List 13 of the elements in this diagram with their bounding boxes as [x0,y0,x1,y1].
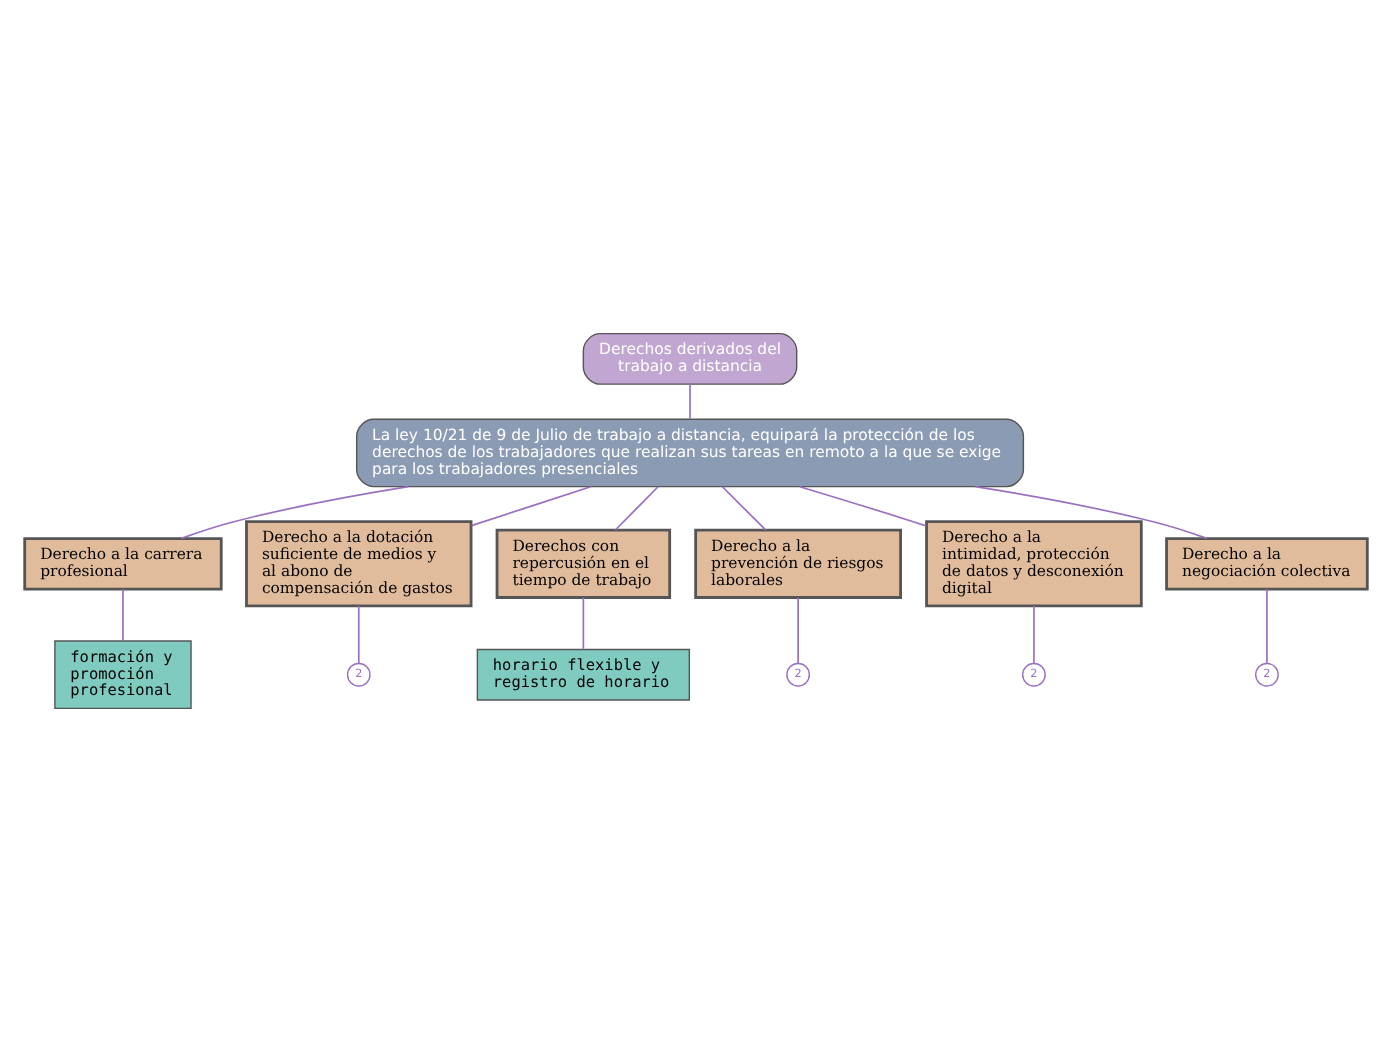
connector [1033,604,1035,664]
connector [614,484,659,530]
connector [1266,587,1268,663]
connector [689,382,691,419]
connector [180,484,410,539]
connector [721,484,767,530]
connector [974,484,1208,539]
connector [797,595,799,663]
connector [122,587,124,641]
connector [470,484,592,526]
connector [357,604,360,664]
connector [798,484,927,526]
connector [582,595,585,649]
